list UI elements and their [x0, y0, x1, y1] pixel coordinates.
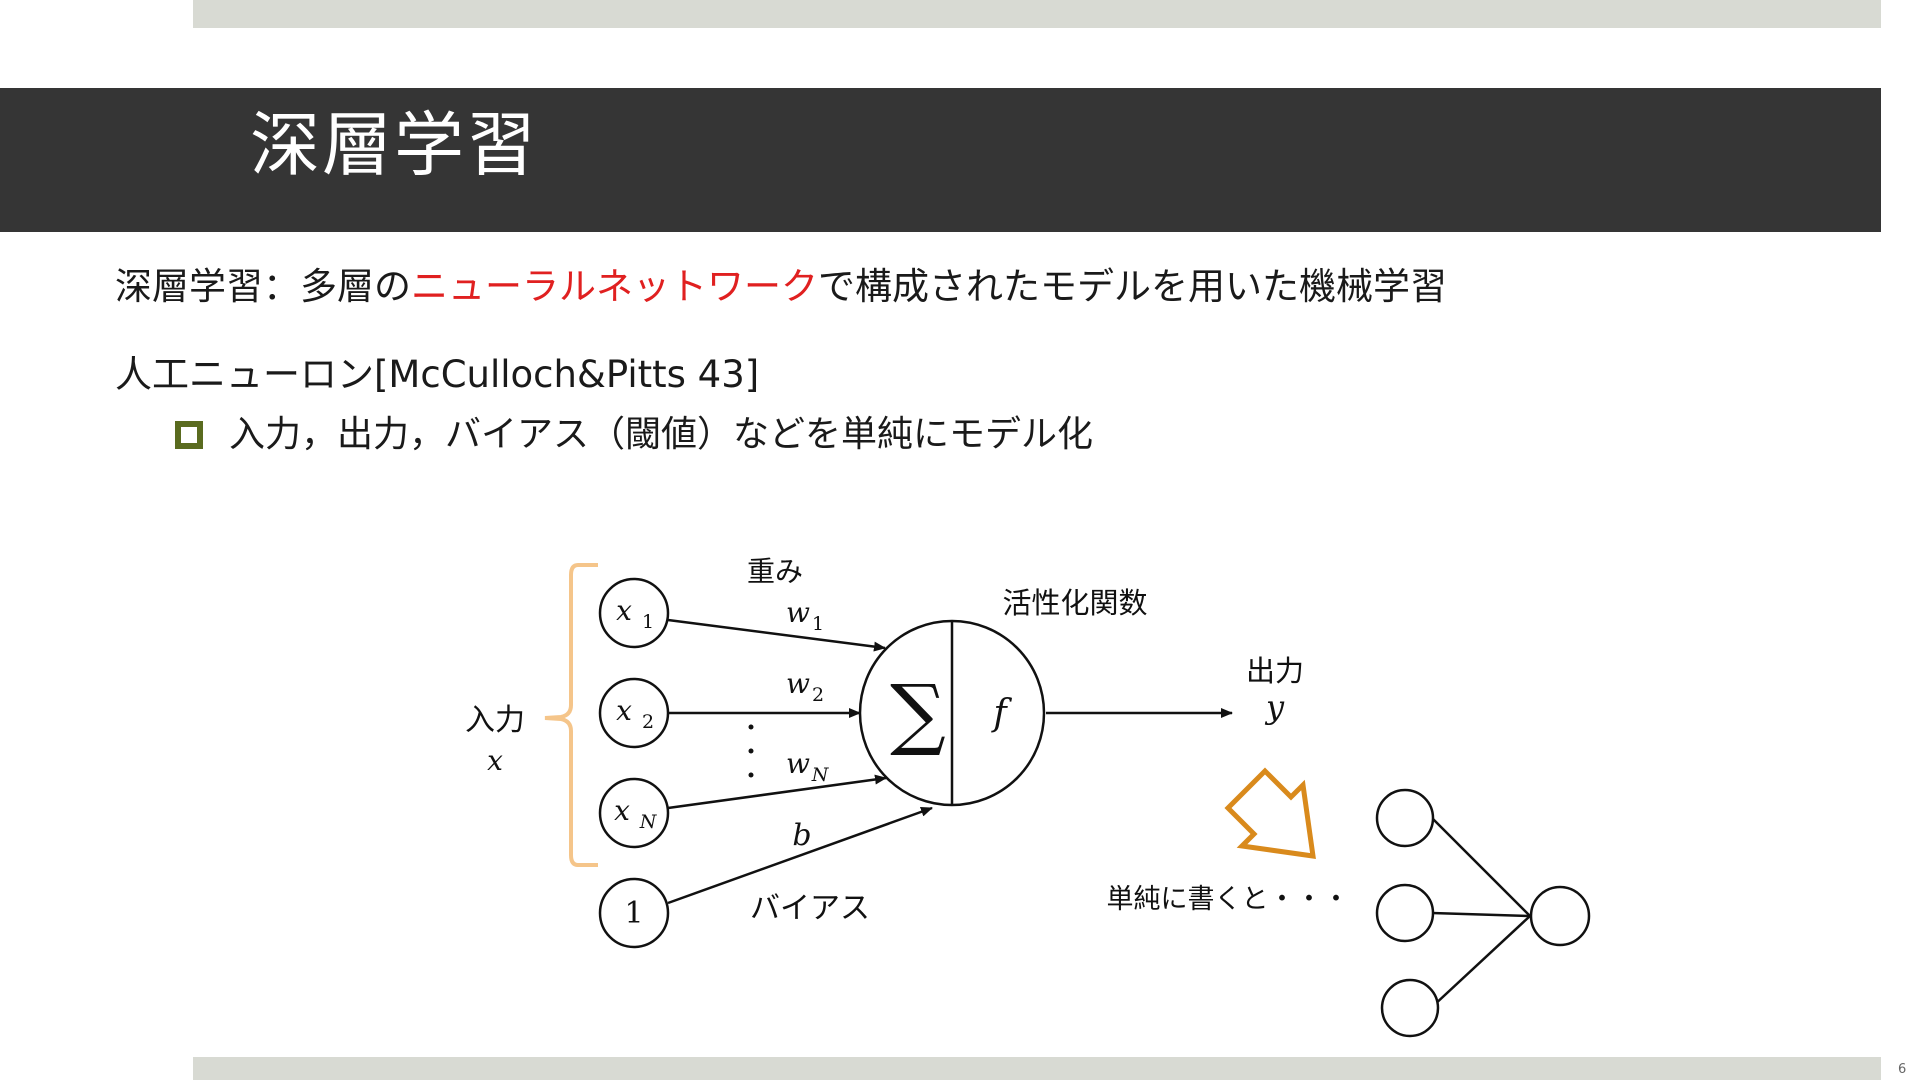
wN-base: w [786, 747, 810, 780]
bias-node [598, 877, 670, 949]
top-accent-bar [193, 0, 1881, 28]
input-label: 入力 [465, 703, 525, 738]
activation-label: 活性化関数 [1002, 586, 1147, 620]
input-var: x [487, 744, 503, 777]
input-node-x1 [598, 577, 670, 649]
simplify-label: 単純に書くと・・・ [1107, 884, 1350, 915]
simple-input-node [1380, 978, 1440, 1038]
page-number: 6 [1898, 1062, 1907, 1077]
down-right-arrow-icon [1224, 767, 1316, 859]
simple-edge-3 [1431, 915, 1531, 1008]
output-label: 出力 [1246, 654, 1304, 688]
slide-title: 深層学習 [250, 104, 538, 186]
definition-highlight: ニューラルネットワーク [411, 265, 818, 308]
output-var: y [1264, 688, 1285, 726]
ellipsis-dot [748, 772, 754, 778]
edge-wN [667, 774, 887, 810]
input-node-x2 [598, 677, 670, 749]
definition-suffix: で構成されたモデルを用いた機械学習 [818, 265, 1447, 308]
input-brace [544, 563, 598, 867]
bias-node-value: 1 [624, 896, 643, 931]
w1-base: w [786, 596, 810, 629]
b-label: b [792, 818, 811, 853]
bias-label: バイアス [750, 891, 870, 926]
bottom-accent-bar [193, 1057, 1881, 1080]
xN-base: x [614, 794, 630, 827]
bullet-item: 入力，出力，バイアス（閾値）などを単純にモデル化 [175, 413, 1093, 456]
wN-sub: N [811, 764, 830, 786]
ellipsis-dot [748, 748, 754, 754]
definition-line: 深層学習：多層のニューラルネットワークで構成されたモデルを用いた機械学習 [115, 265, 1447, 309]
w2-sub: 2 [812, 684, 824, 706]
x1-sub: 1 [642, 611, 654, 633]
input-node-xN [598, 777, 670, 849]
simple-input-node [1375, 883, 1435, 943]
w1-sub: 1 [812, 613, 824, 635]
ellipsis-dot [748, 724, 754, 730]
bullet-text: 入力，出力，バイアス（閾値）などを単純にモデル化 [229, 414, 1094, 455]
w2-base: w [786, 667, 810, 700]
simple-edge-1 [1431, 817, 1531, 917]
title-band [0, 88, 1881, 232]
simple-input-node [1375, 788, 1435, 848]
x2-base: x [616, 694, 632, 727]
simple-output-node [1529, 885, 1591, 947]
simple-edge-2 [1431, 911, 1531, 918]
x1-base: x [616, 594, 632, 627]
xN-sub: N [639, 811, 658, 833]
edge-b [667, 806, 933, 905]
edge-w1 [667, 618, 886, 652]
sum-symbol: ∑ [890, 669, 946, 759]
weights-label: 重み [747, 555, 803, 588]
x2-sub: 2 [642, 711, 654, 733]
definition-prefix: 深層学習：多層の [115, 265, 411, 308]
neuron-heading: 人工ニューロン[McCulloch&Pitts 43] [115, 353, 760, 396]
square-bullet-icon [175, 420, 203, 449]
